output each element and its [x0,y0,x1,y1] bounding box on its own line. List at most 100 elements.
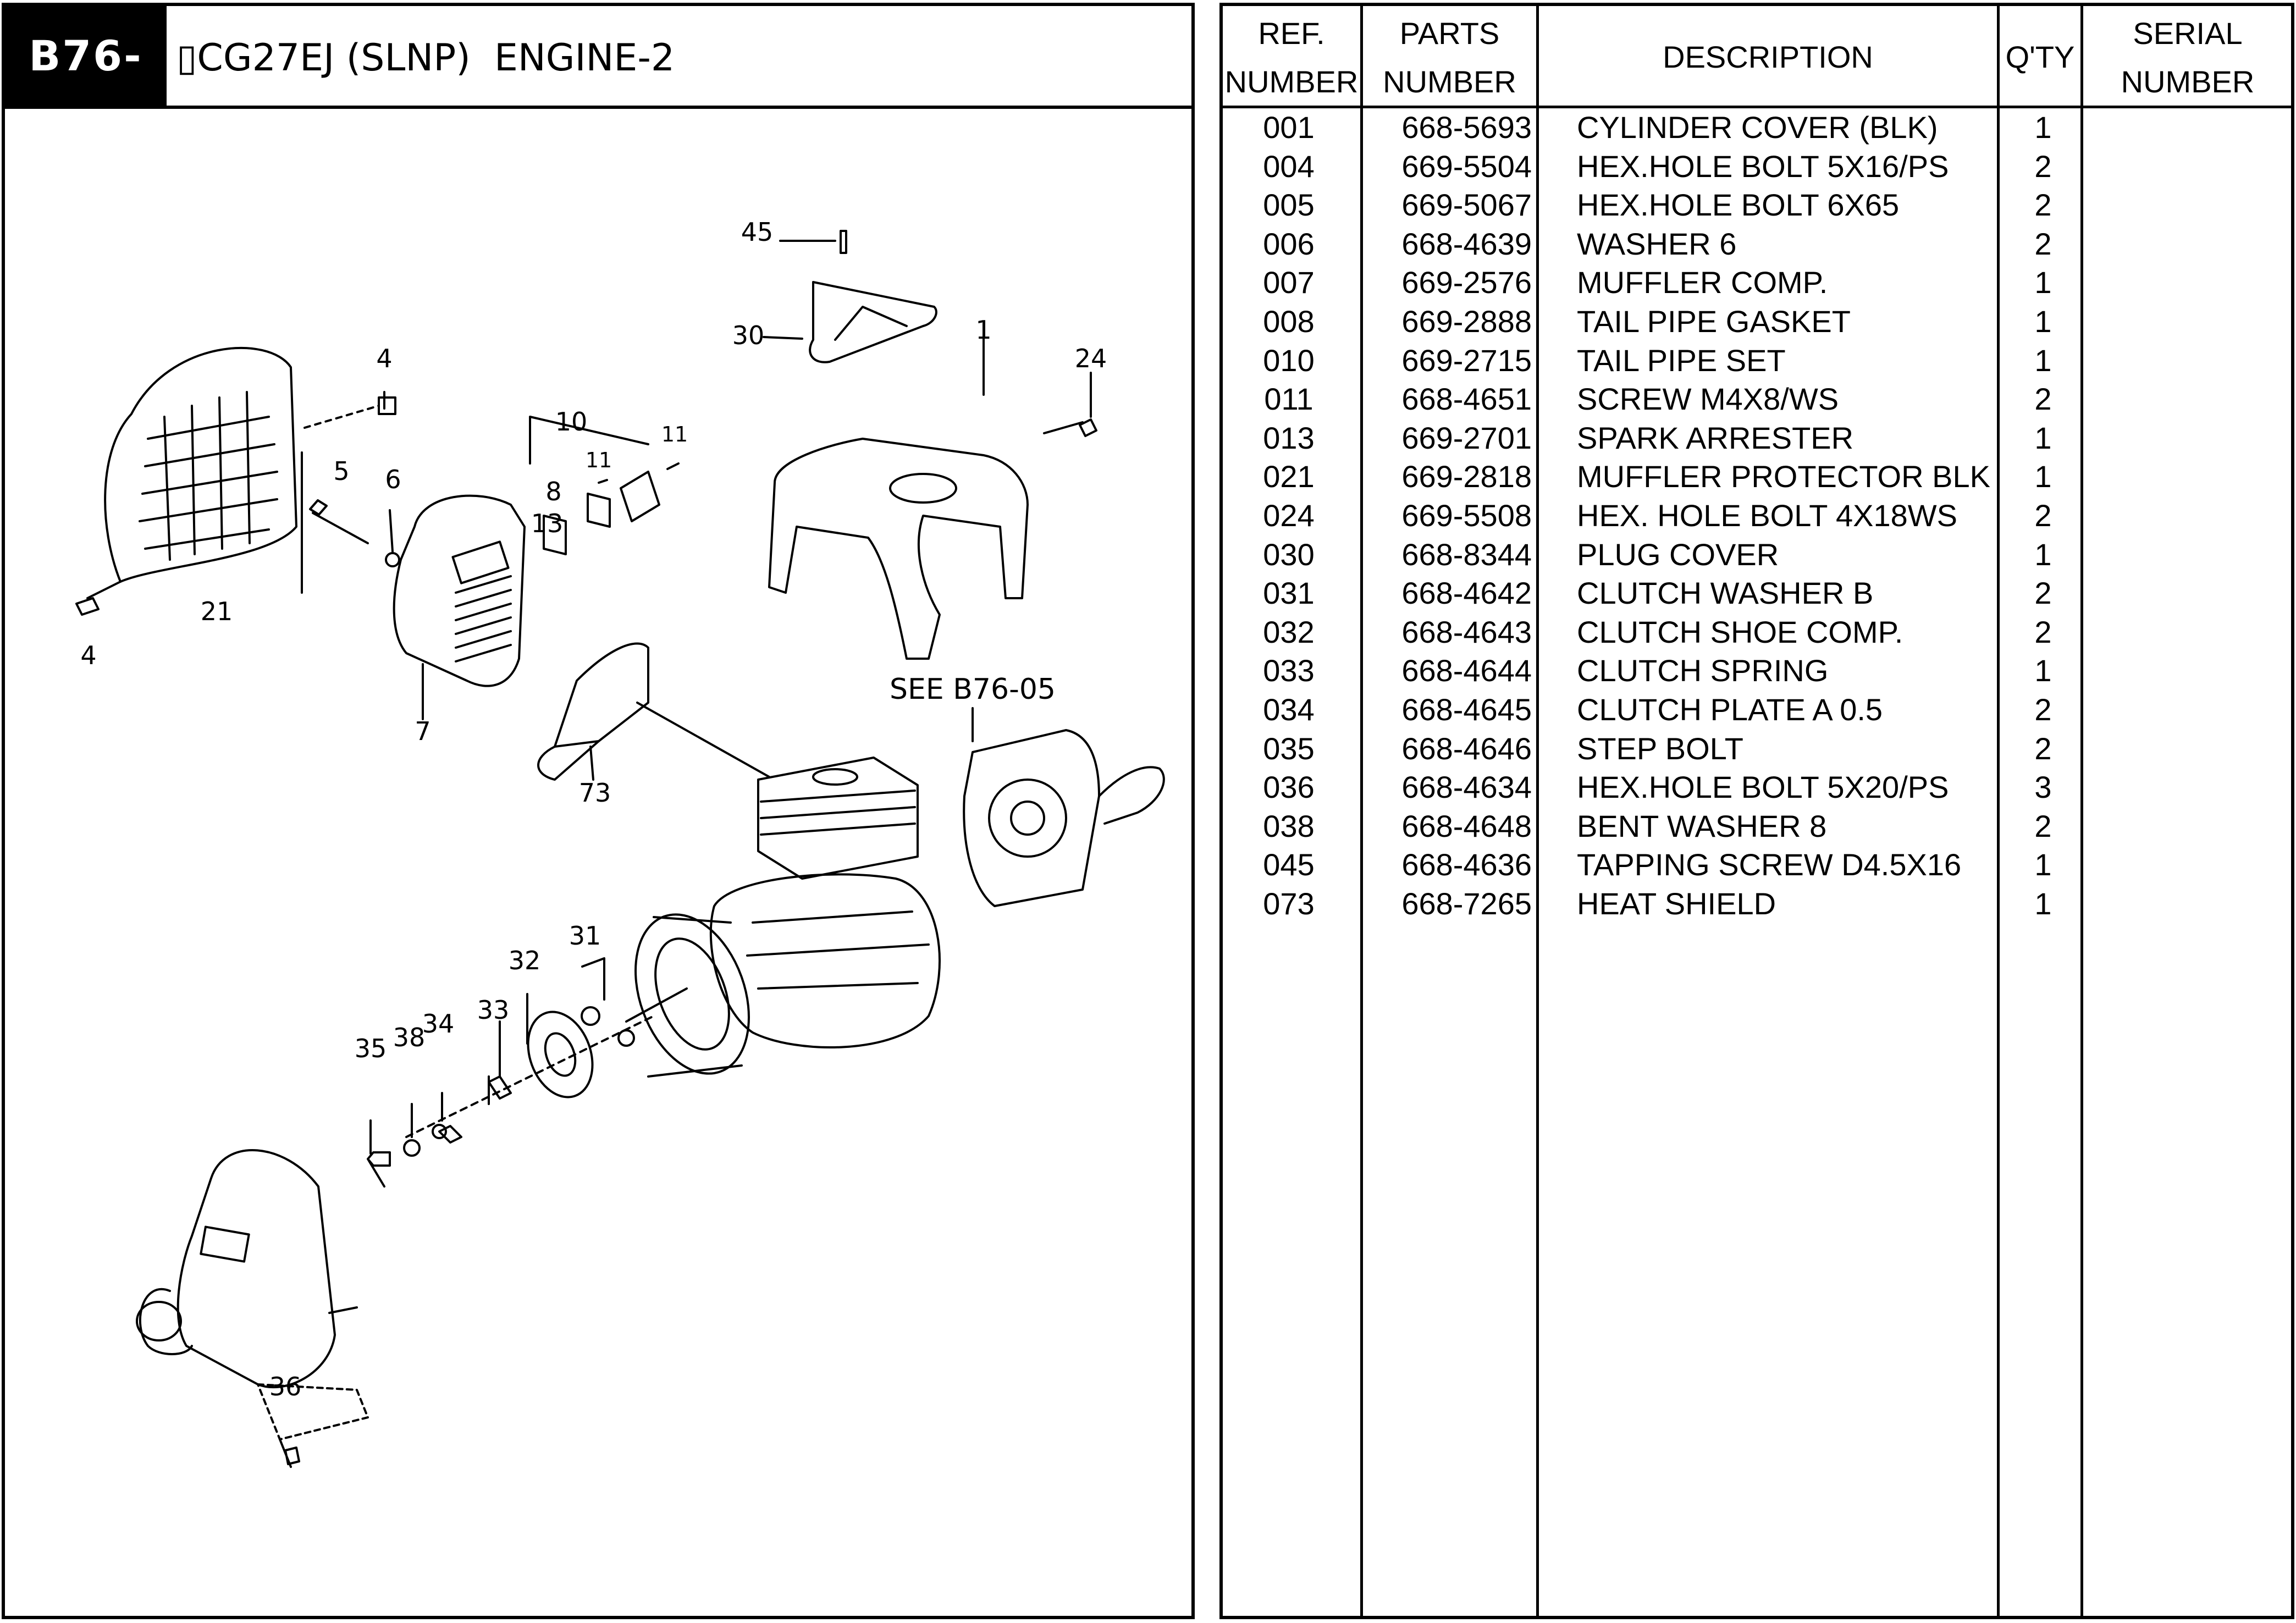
row-part-number: 668-4643 [1401,615,1532,649]
row-part-number: 668-4651 [1401,382,1532,416]
row-ref-number: 032 [1263,615,1315,649]
row-part-number: 668-4639 [1401,227,1532,261]
column-divider [1536,6,1539,1616]
row-part-number: 668-4642 [1401,576,1532,610]
row-description: HEX.HOLE BOLT 5X20/PS [1577,770,1949,804]
callout-8: 8 [545,477,561,506]
fan-cover-drawing [136,1149,369,1468]
column-divider [1360,6,1363,1616]
row-quantity: 1 [2034,265,2052,300]
row-ref-number: 013 [1263,421,1315,455]
row-description: STEP BOLT [1577,731,1743,766]
header-ref-line1: REF. [1258,16,1325,51]
page-header: B76-04 ▯CG27EJ (SLNP) ENGINE-2 [5,6,1191,180]
row-quantity: 2 [2034,149,2052,184]
callout-34: 34 [422,1009,455,1039]
row-description: CLUTCH SHOE COMP. [1577,615,1903,649]
callout-45: 45 [741,217,774,247]
callout-32: 32 [509,946,541,975]
tail-pipe-set-drawing [529,416,680,555]
row-description: TAIL PIPE SET [1577,343,1786,378]
row-ref-number: 006 [1263,227,1315,261]
row-part-number: 669-5504 [1401,149,1532,184]
page-code-badge: B76-04 [5,6,167,180]
row-part-number: 668-4646 [1401,731,1532,766]
callout-11-b: 11 [661,422,688,446]
callout-13: 13 [531,509,564,538]
callout-1: 1 [975,315,991,345]
row-part-number: 668-7265 [1401,886,1532,921]
row-description: HEX. HOLE BOLT 4X18WS [1577,498,1957,533]
engine-block-drawing [709,757,941,1048]
bolt-5-washer-6-drawing [309,499,400,567]
row-description: CLUTCH PLATE A 0.5 [1577,692,1883,727]
row-description: WASHER 6 [1577,227,1737,261]
callout-21: 21 [201,597,233,626]
row-part-number: 668-4645 [1401,692,1532,727]
row-part-number: 669-5508 [1401,498,1532,533]
row-part-number: 669-2701 [1401,421,1532,455]
row-description: HEX.HOLE BOLT 6X65 [1577,187,1900,222]
row-ref-number: 031 [1263,576,1315,610]
header-qty: Q'TY [2005,40,2075,74]
heat-shield-drawing [537,642,770,781]
parts-list-table: REF. NUMBER PARTS NUMBER DESCRIPTION Q'T… [1219,3,2294,1619]
row-part-number: 669-5067 [1401,187,1532,222]
row-description: MUFFLER COMP. [1577,265,1828,300]
header-divider [1223,106,2291,108]
row-description: MUFFLER PROTECTOR BLK [1577,459,1990,494]
page-title: ▯CG27EJ (SLNP) ENGINE-2 [176,36,675,80]
callout-10: 10 [555,407,588,437]
callout-7: 7 [415,716,430,746]
row-part-number: 668-4634 [1401,770,1532,804]
clutch-assembly-drawing [367,957,655,1188]
callout-35: 35 [355,1034,387,1063]
clutch-drum-drawing [625,913,750,1078]
row-description: CLUTCH WASHER B [1577,576,1874,610]
exploded-parts-diagram: 45 30 1 24 4 10 11 11 5 6 8 13 21 4 7 73… [75,217,1165,1468]
row-description: PLUG COVER [1577,537,1779,572]
row-quantity: 1 [2034,537,2052,572]
row-quantity: 1 [2034,847,2052,882]
header-description: DESCRIPTION [1663,40,1873,74]
callout-31: 31 [569,921,601,951]
header-serial-line1: SERIAL [2133,16,2243,51]
row-part-number: 669-2818 [1401,459,1532,494]
header-ref-line2: NUMBER [1224,64,1359,99]
cylinder-cover-drawing [768,322,1097,660]
callout-4-top: 4 [376,344,392,373]
bolt-4-drawing [301,391,396,594]
row-description: SCREW M4X8/WS [1577,382,1839,416]
row-quantity: 2 [2034,498,2052,533]
callout-4-bottom: 4 [80,641,96,670]
row-ref-number: 007 [1263,265,1315,300]
callout-38: 38 [393,1023,426,1052]
row-description: TAIL PIPE GASKET [1577,304,1851,339]
header-parts-line2: NUMBER [1383,64,1516,99]
row-quantity: 2 [2034,692,2052,727]
row-quantity: 1 [2034,421,2052,455]
row-quantity: 2 [2034,615,2052,649]
row-ref-number: 035 [1263,731,1315,766]
row-ref-number: 033 [1263,653,1315,688]
row-description: HEAT SHIELD [1577,886,1776,921]
callout-36: 36 [269,1372,302,1401]
callout-73: 73 [579,778,611,808]
row-quantity: 3 [2034,770,2052,804]
row-description: CLUTCH SPRING [1577,653,1829,688]
muffler-drawing [393,494,526,720]
header-parts-line1: PARTS [1399,16,1500,51]
muffler-protector-drawing [75,346,297,616]
row-ref-number: 030 [1263,537,1315,572]
row-quantity: 1 [2034,653,2052,688]
row-quantity: 1 [2034,304,2052,339]
row-ref-number: 073 [1263,886,1315,921]
row-ref-number: 021 [1263,459,1315,494]
row-part-number: 669-2715 [1401,343,1532,378]
see-b76-05-note: SEE B76-05 [890,673,1056,706]
row-quantity: 2 [2034,382,2052,416]
row-quantity: 2 [2034,187,2052,222]
row-quantity: 1 [2034,110,2052,145]
row-quantity: 2 [2034,227,2052,261]
row-part-number: 668-4644 [1401,653,1532,688]
